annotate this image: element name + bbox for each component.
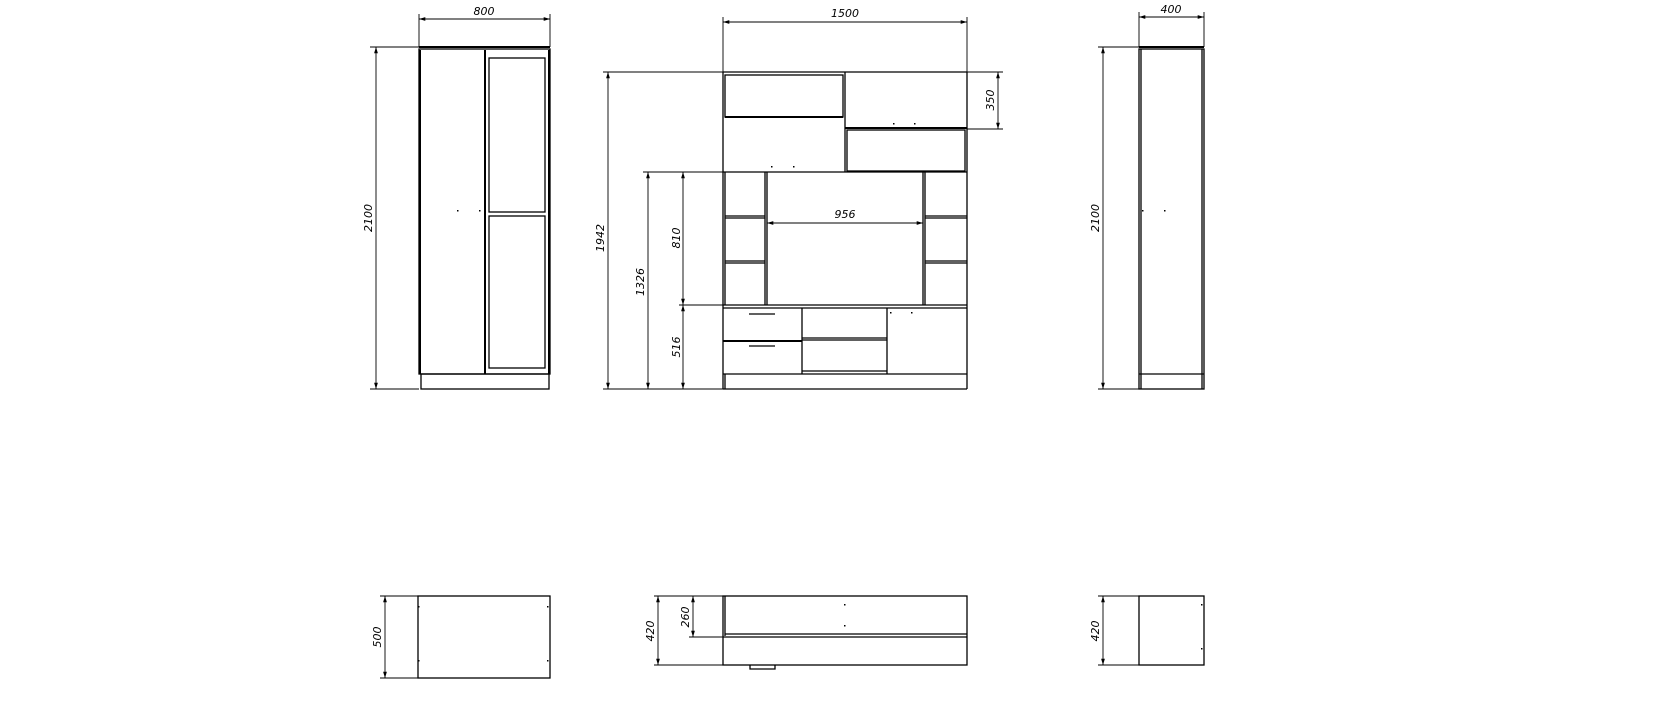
dim-side-height: 2100 [1089,204,1102,232]
dim-side-width: 400 [1161,3,1182,16]
dim-unit-width: 1500 [831,7,859,20]
dim-unit-depth: 420 [644,621,657,642]
dim-unit-height: 1942 [594,224,607,252]
dim-base-height: 516 [670,337,683,358]
glass-panel-lower [488,215,546,369]
dim-mid-height: 1326 [634,268,647,296]
glass-panel-upper [488,57,546,213]
wall-unit-front-view: 1500 350 1942 1326 810 516 956 [594,7,1003,390]
plinth [420,373,550,390]
dim-wardrobe-width: 800 [474,5,495,18]
wall-unit-plan-view: 420 260 [644,595,968,670]
dim-wardrobe-height: 2100 [362,204,375,232]
dim-side-depth: 420 [1089,621,1102,642]
dim-tv-opening: 956 [835,208,856,221]
wardrobe-plan-view: 500 [371,595,551,679]
dim-niche-height: 810 [670,228,683,249]
dim-wardrobe-depth: 500 [371,627,384,648]
wardrobe-front-view: 800 2100 [362,5,551,390]
side-cabinet-plan-view: 420 [1089,595,1205,666]
dim-top-depth: 260 [679,607,692,628]
dim-top-box: 350 [984,90,997,111]
side-cabinet-front-view: 400 2100 [1089,3,1205,390]
